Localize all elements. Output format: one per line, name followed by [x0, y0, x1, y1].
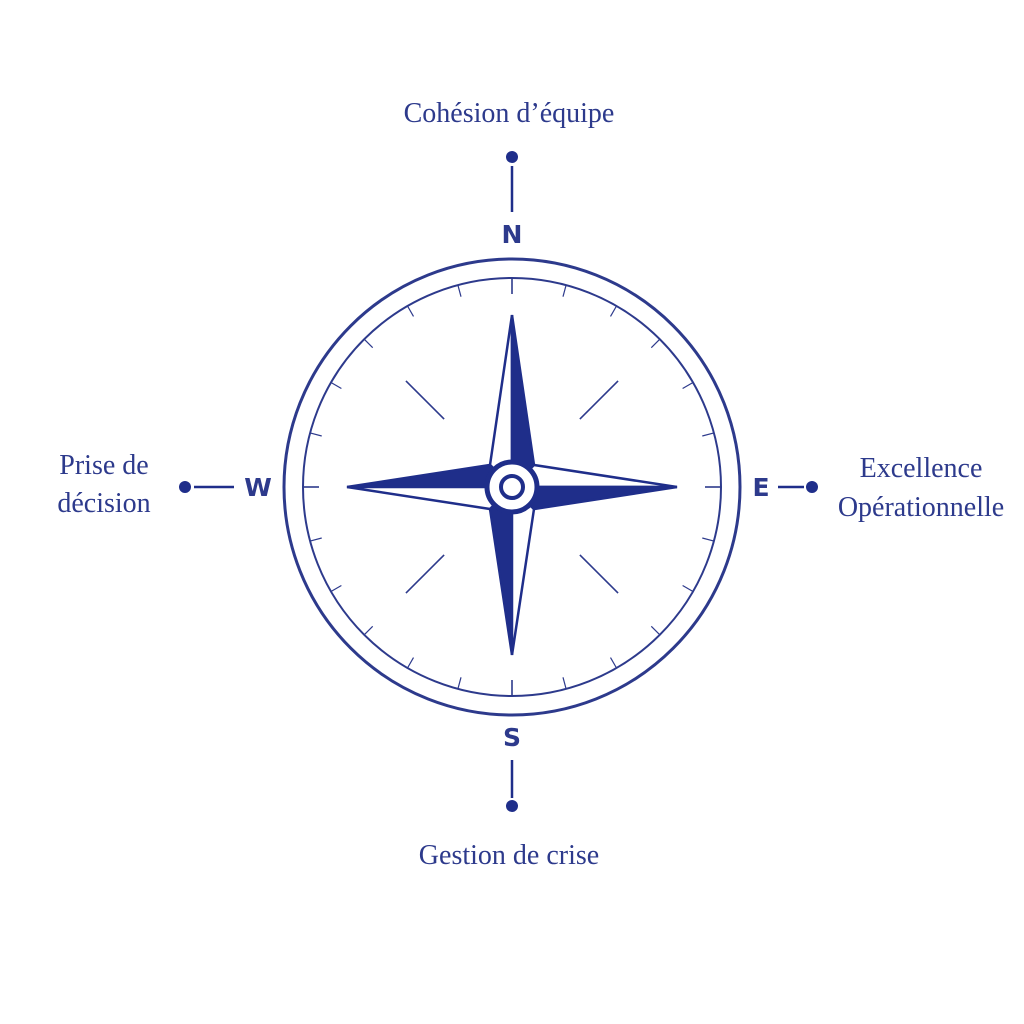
compass-tick — [682, 584, 694, 593]
label-south: Gestion de crise — [419, 840, 599, 871]
compass-diagonal-line — [405, 380, 445, 420]
cardinal-n: N — [502, 220, 523, 249]
label-east: Excellence Opérationnelle — [838, 453, 1004, 523]
compass-tick — [702, 537, 715, 542]
compass-diagonal-line — [579, 554, 619, 594]
connector-north — [506, 151, 518, 212]
compass-tick — [702, 432, 715, 437]
compass-tick — [363, 338, 374, 349]
label-east-line2: Opérationnelle — [838, 492, 1004, 523]
compass-tick — [562, 677, 567, 690]
compass-tick — [457, 284, 462, 297]
compass-diagonals — [405, 380, 619, 594]
compass-tick — [609, 657, 618, 669]
compass-tick — [650, 625, 661, 636]
label-west-line2: décision — [57, 488, 150, 519]
compass-tick — [309, 537, 322, 542]
compass-tick — [457, 677, 462, 690]
compass-diagonal-line — [405, 554, 445, 594]
cardinal-e: E — [752, 473, 769, 502]
compass-tick — [363, 625, 374, 636]
compass-diagonal-line — [579, 380, 619, 420]
compass-tick — [406, 305, 415, 317]
connector-south — [506, 760, 518, 812]
compass-tick — [609, 305, 618, 317]
compass-tick — [330, 381, 342, 390]
compass-ticks — [303, 278, 721, 696]
label-east-line1: Excellence — [860, 453, 983, 484]
compass-tick — [406, 657, 415, 669]
compass-tick — [330, 584, 342, 593]
compass-hub-inner — [499, 474, 525, 500]
compass-tick — [309, 432, 322, 437]
compass-tick — [650, 338, 661, 349]
label-west: Prise de décision — [57, 450, 150, 519]
compass-tick — [682, 381, 694, 390]
cardinal-w: W — [244, 473, 272, 502]
label-north: Cohésion d’équipe — [404, 98, 615, 129]
label-west-line1: Prise de — [59, 450, 148, 481]
connector-west — [179, 481, 234, 493]
connector-east — [778, 481, 818, 493]
compass-outer-ring — [282, 257, 742, 717]
compass-tick — [562, 284, 567, 297]
cardinal-s: S — [503, 723, 521, 752]
